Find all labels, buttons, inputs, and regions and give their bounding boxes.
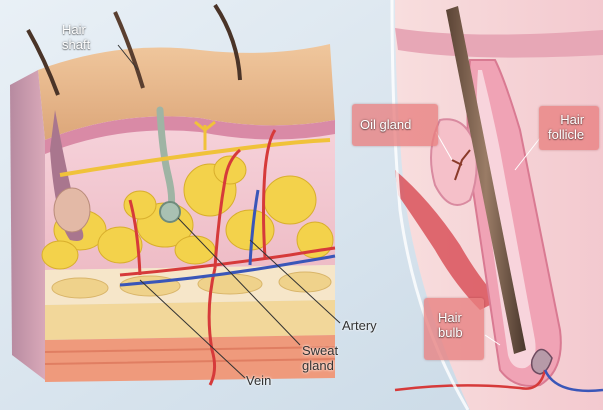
label-hair-follicle-line1: Hair	[560, 112, 585, 127]
hair-strand-3	[213, 3, 242, 81]
panel-epidermis	[395, 28, 603, 58]
label-sweat-gland-line2: gland	[302, 358, 334, 373]
hair-bulb-label-box	[424, 298, 484, 360]
hair-shaft-closeup	[446, 6, 526, 354]
papilla-artery	[394, 369, 547, 392]
leader-oil-gland	[435, 131, 453, 161]
label-hair-shaft-line2: shaft	[62, 37, 91, 52]
muscle-striations	[44, 346, 336, 365]
leader-lines	[117, 44, 341, 379]
epidermis-surface	[38, 44, 335, 140]
leader-hair-shaft	[117, 44, 139, 71]
follicle-inner	[476, 70, 536, 369]
leader-hair-bulb	[484, 334, 501, 346]
label-vein: Vein	[246, 373, 272, 388]
oil-gland	[430, 118, 478, 206]
epidermis-edge	[45, 116, 335, 154]
label-oil-gland: Oil gland	[360, 117, 412, 132]
sweat-gland-coil	[159, 201, 181, 223]
block-side-face	[10, 70, 45, 380]
leader-lines-right	[435, 131, 541, 346]
leader-vein	[139, 279, 246, 379]
nerve-ending	[194, 120, 216, 150]
dermal-papilla	[530, 348, 553, 375]
papilla-vein	[543, 369, 603, 392]
veins	[119, 189, 336, 287]
arteries	[119, 129, 336, 386]
deep-fat	[45, 300, 335, 340]
hypodermis	[45, 265, 335, 305]
fat-layer	[41, 155, 334, 270]
nerve	[59, 138, 331, 177]
hair-bulb-left	[53, 187, 91, 233]
leader-hair-follicle	[514, 137, 541, 171]
skin-block	[10, 3, 336, 386]
label-hair-bulb: Hair bulb	[438, 310, 463, 340]
fat-lobules-lower	[51, 271, 332, 299]
hair-strand-2	[113, 11, 145, 89]
oil-gland-label-box	[352, 104, 438, 146]
arrector-muscle	[395, 170, 500, 310]
label-sweat-gland: Sweat gland	[302, 343, 338, 373]
hair-follicle-label-box	[539, 106, 599, 150]
leader-artery	[249, 239, 341, 324]
oil-gland-duct	[451, 149, 471, 181]
label-hair-shaft: Hair shaft	[62, 22, 90, 52]
label-hair-shaft-line1: Hair	[62, 22, 86, 37]
leader-sweat-gland	[177, 217, 301, 346]
hair-strand-1	[26, 29, 60, 96]
label-sweat-gland-line1: Sweat	[302, 343, 339, 358]
label-hair-follicle-line2: follicle	[548, 127, 585, 142]
label-hair-follicle: Hair follicle	[548, 112, 584, 142]
label-artery: Artery	[342, 318, 377, 333]
label-hair-bulb-line2: bulb	[438, 325, 463, 340]
muscle-layer	[45, 335, 335, 382]
label-hair-bulb-line1: Hair	[438, 310, 462, 325]
